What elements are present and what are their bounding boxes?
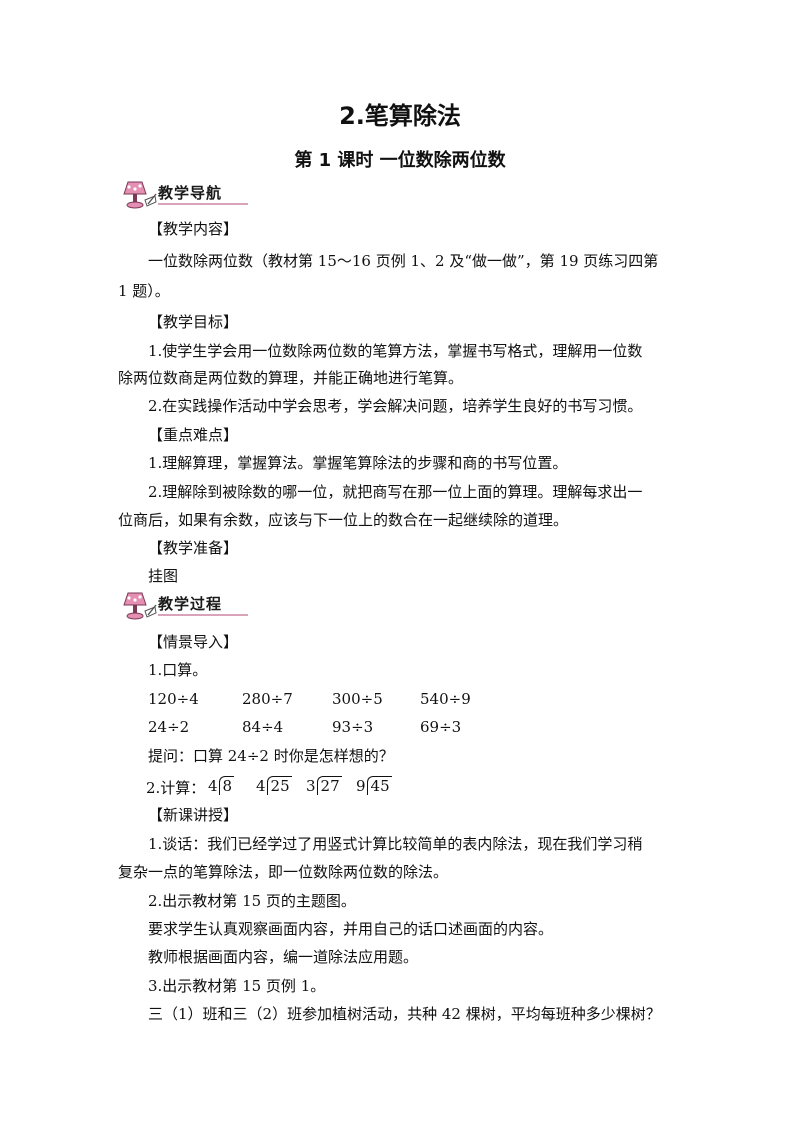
oral-item: 24÷2 <box>148 718 190 736</box>
teaching-nav-banner: 教学导航 <box>118 178 248 212</box>
lamp-icon <box>123 181 157 209</box>
dividend: 25 <box>266 776 292 795</box>
oral-item: 540÷9 <box>420 690 471 708</box>
section-heading: 【教学目标】 <box>148 313 239 331</box>
section-heading: 【新课讲授】 <box>148 806 239 824</box>
paragraph-line: 复杂一点的笔算除法，即一位数除两位数的除法。 <box>118 863 449 881</box>
paragraph-line: 3.出示教材第 15 页例 1。 <box>148 977 326 995</box>
divisor: 4 <box>208 777 218 795</box>
section-heading: 【情景导入】 <box>148 633 239 651</box>
divisor: 9 <box>356 777 366 795</box>
paragraph-line: 挂图 <box>148 567 179 585</box>
oral-item: 300÷5 <box>332 690 383 708</box>
section-heading: 【重点难点】 <box>148 426 239 444</box>
paragraph-line: 1.使学生学会用一位数除两位数的笔算方法，掌握书写格式，理解用一位数 <box>148 342 643 360</box>
divisor: 4 <box>256 777 266 795</box>
paragraph-line: 1.谈话：我们已经学过了用竖式计算比较简单的表内除法，现在我们学习稍 <box>148 835 643 853</box>
calc-label: 2.计算： <box>146 779 206 797</box>
paragraph-line: 2.在实践操作活动中学会思考，学会解决问题，培养学生良好的书写习惯。 <box>148 397 643 415</box>
paragraph-line: 1 题）。 <box>118 282 170 300</box>
teaching-process-banner: 教学过程 <box>118 589 248 623</box>
paragraph-line: 除两位数商是两位数的算理，并能正确地进行笔算。 <box>118 369 464 387</box>
dividend: 8 <box>218 776 235 795</box>
section-heading: 【教学内容】 <box>148 220 239 238</box>
banner-underline <box>158 203 248 205</box>
paragraph-line: 提问：口算 24÷2 时你是怎样想的？ <box>148 747 394 765</box>
banner-underline <box>158 614 248 616</box>
paragraph-line: 位商后，如果有余数，应该与下一位上的数合在一起继续除的道理。 <box>118 511 569 529</box>
lamp-icon <box>123 592 157 620</box>
paragraph-line: 1.口算。 <box>148 661 208 679</box>
paragraph-line: 教师根据画面内容，编一道除法应用题。 <box>148 948 419 966</box>
paragraph-line: 1.理解算理，掌握算法。掌握笔算除法的步骤和商的书写位置。 <box>148 454 568 472</box>
paragraph-line: 2.出示教材第 15 页的主题图。 <box>148 892 356 910</box>
section-heading: 【教学准备】 <box>148 539 239 557</box>
paragraph-line: 要求学生认真观察画面内容，并用自己的话口述画面的内容。 <box>148 920 554 938</box>
divisor: 3 <box>306 777 316 795</box>
dividend: 45 <box>366 776 392 795</box>
paragraph-line: 2.理解除到被除数的哪一位，就把商写在那一位上面的算理。理解每求出一 <box>148 483 643 501</box>
banner-label: 教学过程 <box>158 595 223 613</box>
oral-item: 120÷4 <box>148 690 199 708</box>
oral-item: 84÷4 <box>242 718 284 736</box>
lesson-subtitle: 第 1 课时 一位数除两位数 <box>294 150 506 171</box>
page-title: 2.笔算除法 <box>339 102 461 130</box>
banner-label: 教学导航 <box>158 184 223 202</box>
oral-item: 280÷7 <box>242 690 293 708</box>
paragraph-line: 三（1）班和三（2）班参加植树活动，共种 42 棵树，平均每班种多少棵树？ <box>148 1005 661 1023</box>
oral-item: 69÷3 <box>420 718 462 736</box>
paragraph-line: 一位数除两位数（教材第 15～16 页例 1、2 及“做一做”，第 19 页练习… <box>148 252 659 270</box>
oral-item: 93÷3 <box>332 718 374 736</box>
dividend: 27 <box>316 776 342 795</box>
